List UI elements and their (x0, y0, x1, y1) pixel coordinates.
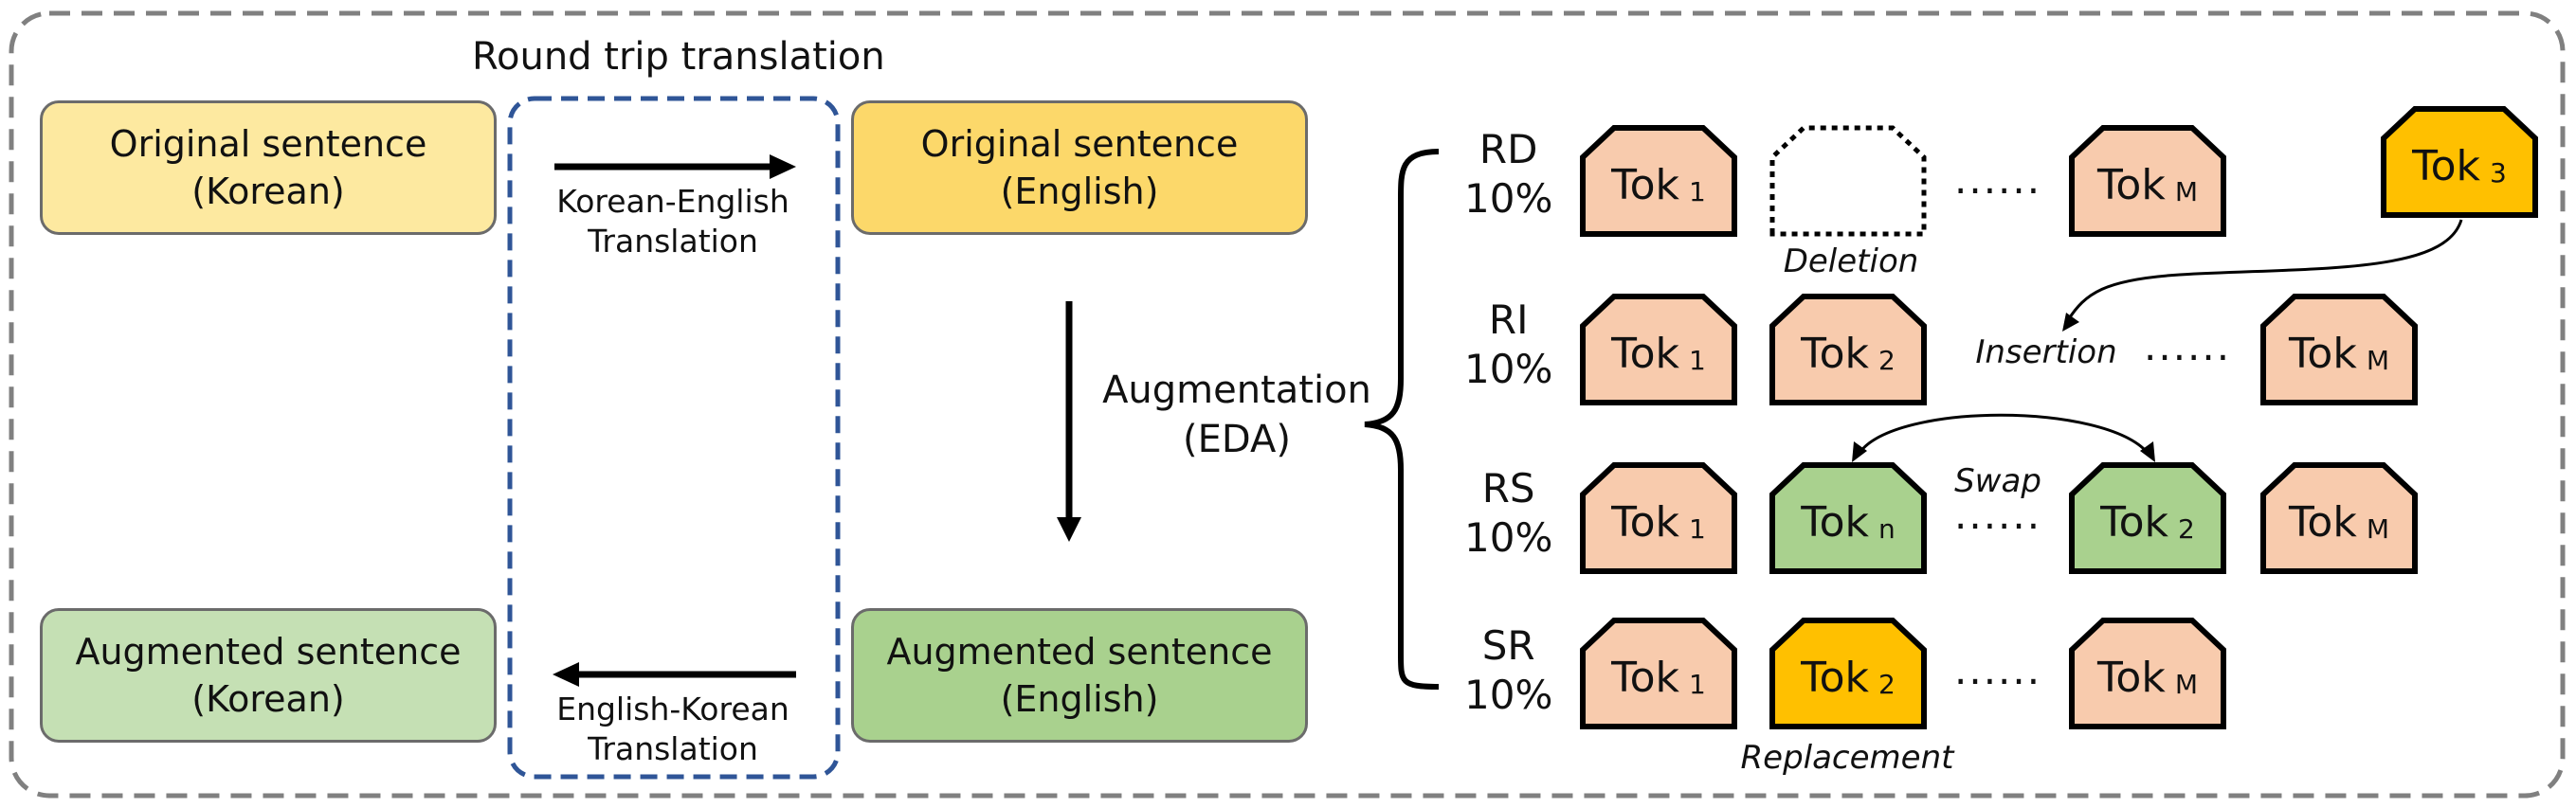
round-trip-title: Round trip translation (472, 35, 885, 79)
token-sub: 3 (2489, 157, 2507, 189)
token-sub: 1 (1688, 345, 1706, 376)
ellipsis-ri: ...... (2144, 323, 2232, 369)
token-sub: n (1878, 513, 1896, 545)
augmented-korean-box: Augmented sentence (Korean) (40, 608, 497, 743)
label-line2: Translation (588, 223, 758, 260)
box-line2: (Korean) (191, 678, 345, 720)
token-sr-m: Tok M (2069, 618, 2226, 729)
token-text: Tok (1801, 330, 1869, 378)
forward-translation-label: Korean-English Translation (531, 182, 815, 261)
insertion-arrow (2066, 219, 2463, 321)
token-sub: M (2366, 345, 2389, 376)
token-sub: 2 (1878, 345, 1896, 376)
token-rd-m: Tok M (2069, 125, 2226, 237)
op-sr-label: SR 10% (1464, 621, 1552, 720)
ellipsis-sr: ...... (1954, 647, 2042, 693)
label-line1: Augmentation (1102, 368, 1371, 412)
token-rs-m: Tok M (2260, 462, 2418, 574)
token-ri-m: Tok M (2260, 294, 2418, 405)
box-line2: (Korean) (191, 171, 345, 212)
original-english-box: Original sentence (English) (851, 100, 1308, 235)
label-line1: English-Korean (556, 691, 789, 727)
op-code: RD (1478, 126, 1538, 172)
augmentation-label: Augmentation (EDA) (1090, 366, 1384, 464)
replacement-annotation: Replacement (1740, 739, 1954, 777)
token-text: Tok (2289, 330, 2357, 378)
swap-arrow (1858, 413, 2150, 454)
token-rs-2: Tok 2 (2069, 462, 2226, 574)
token-text: Tok (1801, 654, 1869, 702)
token-ri-2: Tok 2 (1769, 294, 1927, 405)
token-text: Tok (2097, 654, 2166, 702)
original-korean-box: Original sentence (Korean) (40, 100, 497, 235)
token-text: Tok (1611, 161, 1679, 209)
token-rd-3-inserted: Tok 3 (2381, 106, 2538, 218)
token-sub: 2 (1878, 669, 1896, 700)
token-sr-1: Tok 1 (1580, 618, 1737, 729)
curly-brace (1364, 149, 1440, 690)
token-text: Tok (2412, 142, 2480, 190)
box-line1: Original sentence (109, 123, 427, 165)
token-text: Tok (2100, 498, 2168, 547)
token-sub: M (2174, 669, 2198, 700)
op-code: RS (1481, 465, 1535, 512)
ellipsis-rs: ...... (1954, 492, 2042, 538)
op-rs-label: RS 10% (1464, 464, 1552, 563)
token-sub: 1 (1688, 176, 1706, 207)
token-text: Tok (1611, 498, 1679, 547)
token-text: Tok (2289, 498, 2357, 547)
token-sub: M (2174, 176, 2198, 207)
token-rd-deleted (1769, 125, 1927, 237)
token-sub: M (2366, 513, 2389, 545)
token-sub: 1 (1688, 513, 1706, 545)
box-line1: Original sentence (920, 123, 1239, 165)
deletion-annotation: Deletion (1783, 242, 1919, 280)
label-line2: (EDA) (1183, 418, 1291, 461)
label-line1: Korean-English (556, 183, 789, 220)
op-ri-label: RI 10% (1464, 296, 1552, 394)
op-code: SR (1481, 622, 1535, 669)
token-rs-1: Tok 1 (1580, 462, 1737, 574)
swap-annotation: Swap (1954, 462, 2041, 500)
round-trip-dashed-box (507, 96, 841, 780)
token-sub: 2 (2177, 513, 2195, 545)
token-rd-1: Tok 1 (1580, 125, 1737, 237)
backward-translation-label: English-Korean Translation (531, 690, 815, 769)
box-line1: Augmented sentence (75, 631, 462, 673)
token-text: Tok (1611, 654, 1679, 702)
box-line2: (English) (1000, 678, 1159, 720)
token-sr-2-replaced: Tok 2 (1769, 618, 1927, 729)
token-sub: 1 (1688, 669, 1706, 700)
op-rate: 10% (1464, 514, 1553, 561)
box-line1: Augmented sentence (886, 631, 1273, 673)
op-rd-label: RD 10% (1464, 125, 1552, 224)
augmented-english-box: Augmented sentence (English) (851, 608, 1308, 743)
token-text: Tok (2097, 161, 2166, 209)
insertion-annotation: Insertion (1975, 333, 2117, 371)
label-line2: Translation (588, 730, 758, 767)
op-code: RI (1488, 296, 1529, 343)
op-rate: 10% (1464, 175, 1553, 222)
ellipsis-rd: ...... (1954, 156, 2042, 203)
token-ri-1: Tok 1 (1580, 294, 1737, 405)
token-text: Tok (1801, 498, 1870, 547)
box-line2: (English) (1000, 171, 1159, 212)
op-rate: 10% (1464, 346, 1553, 392)
token-text: Tok (1611, 330, 1679, 378)
op-rate: 10% (1464, 672, 1553, 718)
